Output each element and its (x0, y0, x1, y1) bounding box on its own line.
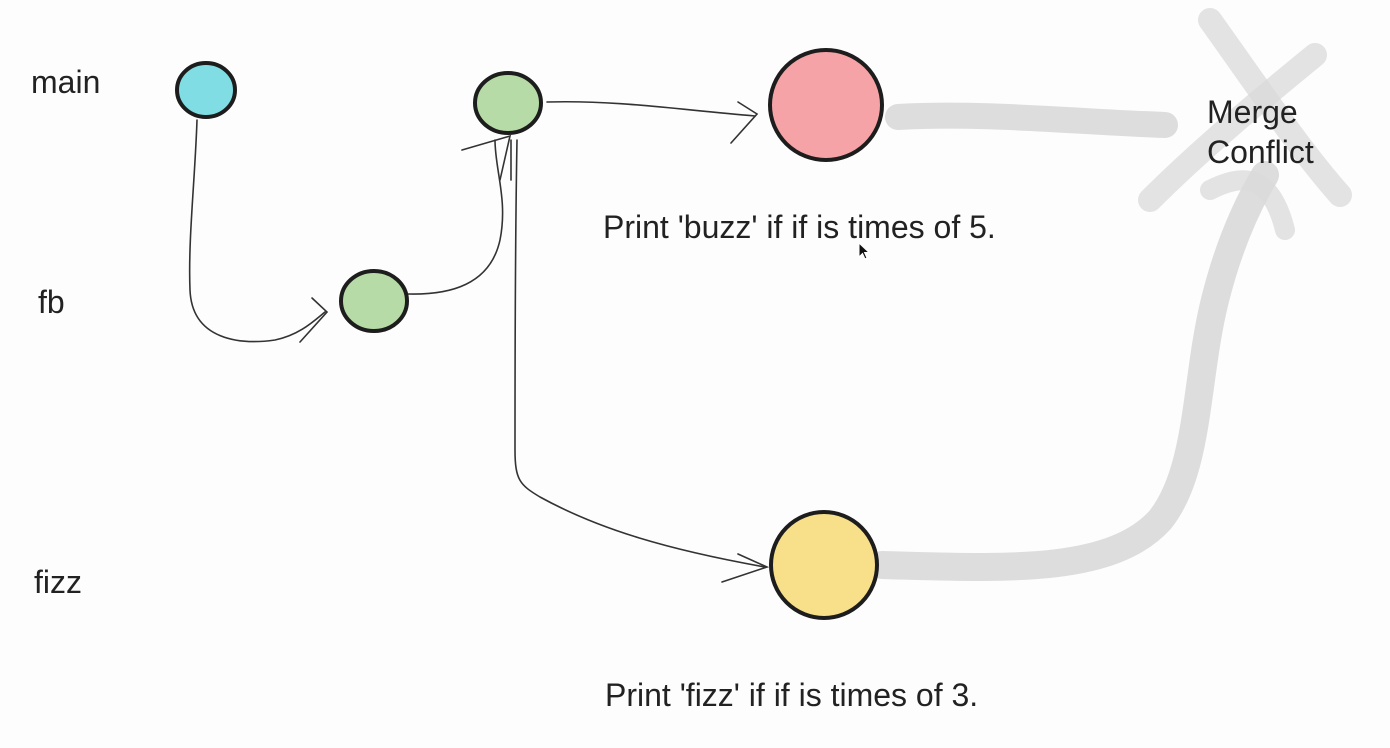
merge-conflict-line-1: Merge (1207, 94, 1298, 130)
merge-conflict-line-2: Conflict (1207, 134, 1314, 170)
fb-to-main-arrow (407, 139, 504, 295)
buzz-commit-node (768, 48, 884, 162)
mouse-pointer-icon (858, 242, 870, 260)
x-mark-stroke-3 (1200, 170, 1295, 240)
fizz-note: Print 'fizz' if if is times of 3. (605, 677, 979, 713)
main-to-buzz-arrowhead (730, 101, 759, 144)
branch-label-main: main (31, 64, 101, 100)
branch-label-fizz: fizz (34, 564, 82, 600)
main-to-fizz-arrowhead (721, 553, 770, 583)
x-mark-stroke-2 (1138, 43, 1327, 212)
x-mark-stroke-1 (1198, 8, 1352, 207)
fb-commit-node (339, 269, 409, 333)
commit-arrows (188, 100, 770, 583)
buzz-to-merge-stroke (885, 102, 1178, 138)
branch-label-fb: fb (38, 284, 65, 320)
fizz-commit-node (769, 510, 879, 620)
main-to-fb-arrow (188, 119, 326, 343)
fb-merge-commit-node (473, 71, 543, 135)
merge-conflict-label: Merge Conflict (1207, 92, 1314, 172)
fizz-to-merge-stroke (868, 161, 1279, 582)
main-commit-node (175, 61, 237, 119)
buzz-note: Print 'buzz' if if is times of 5. (603, 209, 996, 245)
main-to-buzz-arrow (546, 100, 756, 117)
fb-to-main-arrowhead (461, 134, 512, 181)
main-to-fizz-arrow (514, 139, 766, 568)
commits (175, 48, 884, 620)
merge-highlight-strokes (868, 8, 1352, 582)
main-to-fb-arrowhead (299, 297, 329, 343)
